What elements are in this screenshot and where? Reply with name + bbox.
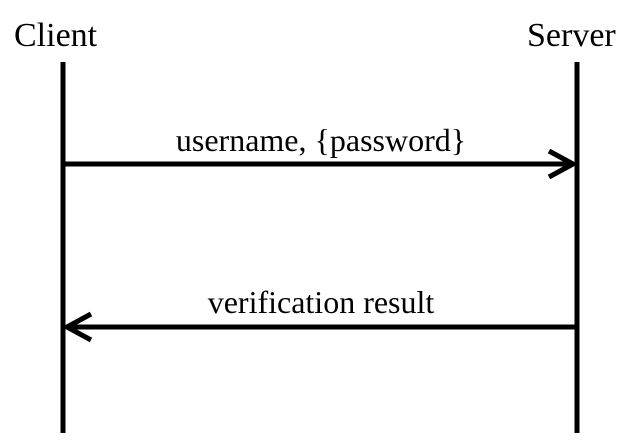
message-arrow-verification-result [61,311,577,343]
client-label: Client [14,17,98,54]
server-label: Server [527,17,616,54]
arrowhead-right-icon [547,148,579,180]
message-arrow-username-password [63,148,579,180]
message-label-username-password: username, {password} [175,122,467,158]
arrowhead-left-icon [61,311,93,343]
message-label-verification-result: verification result [207,284,435,320]
